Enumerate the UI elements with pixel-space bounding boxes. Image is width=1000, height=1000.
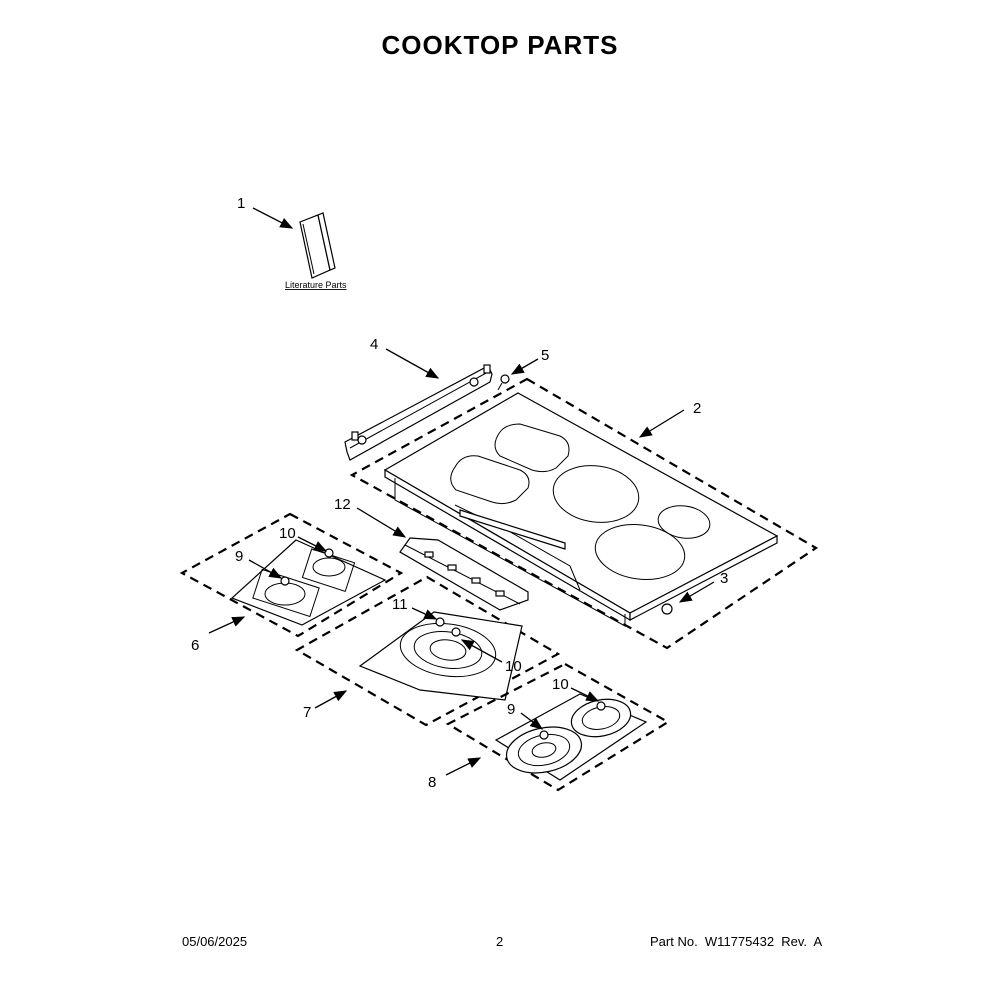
cooktop-glass-dashed-outline — [349, 377, 819, 650]
center-element-dashed-outline — [294, 575, 561, 727]
control-board — [399, 537, 529, 611]
footer-page-number: 2 — [496, 934, 504, 949]
callout-5: 5 — [541, 347, 549, 364]
callout-11: 11 — [392, 596, 408, 613]
callout-10-left: 10 — [279, 525, 296, 542]
page-title: COOKTOP PARTS — [381, 30, 619, 60]
literature-parts-label: Literature Parts — [285, 280, 347, 290]
callout-8: 8 — [428, 774, 436, 791]
left-element-assembly — [230, 539, 387, 626]
callout-12: 12 — [334, 496, 351, 513]
literature-booklet — [299, 212, 336, 279]
footer-date: 05/06/2025 — [182, 934, 248, 949]
callout-10-right: 10 — [552, 676, 569, 693]
callout-10-center: 10 — [505, 658, 522, 675]
cooktop-glass-top — [383, 392, 779, 627]
right-element-assembly — [494, 693, 648, 781]
right-element-dashed-outline — [445, 662, 671, 792]
callout-2: 2 — [693, 400, 701, 417]
callout-4: 4 — [370, 336, 378, 353]
callout-9-right: 9 — [507, 701, 515, 718]
callout-1: 1 — [237, 195, 245, 212]
center-element-assembly — [358, 611, 523, 701]
callout-9-left: 9 — [235, 548, 243, 565]
screw — [497, 374, 510, 391]
mounting-bracket — [344, 364, 493, 461]
footer-part-number: Part No. W11775432 Rev. A — [650, 934, 823, 949]
left-element-dashed-outline — [179, 512, 404, 638]
callout-7: 7 — [303, 704, 311, 721]
callout-6: 6 — [191, 637, 199, 654]
callout-3: 3 — [720, 570, 728, 587]
